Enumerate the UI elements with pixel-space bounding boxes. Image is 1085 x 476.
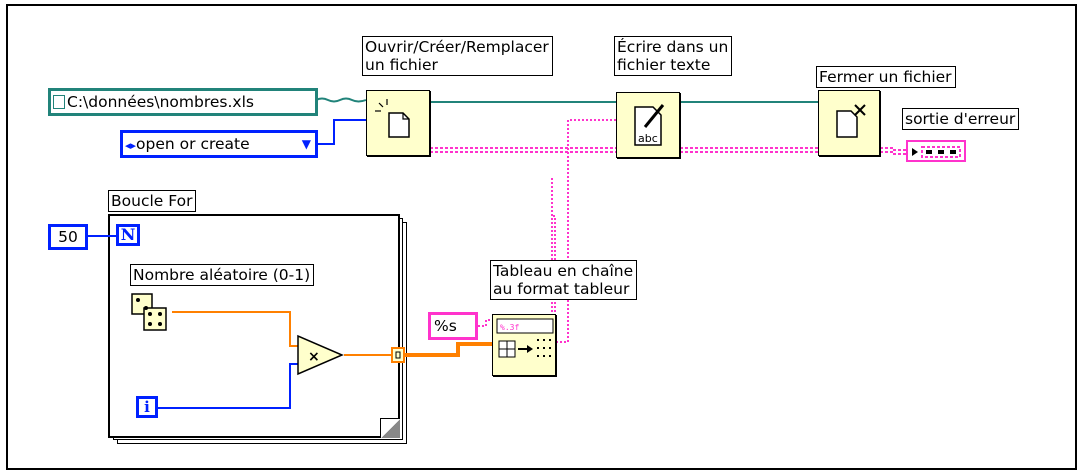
operation-wire xyxy=(318,119,366,145)
operation-enum[interactable]: ◂▸open or create ▼ xyxy=(120,130,318,158)
open-file-label: Ouvrir/Créer/Remplacer un fichier xyxy=(362,36,553,76)
format-wire xyxy=(478,319,492,327)
loop-count-terminal: N xyxy=(116,224,140,246)
array-to-spreadsheet-icon: %.3f xyxy=(496,318,554,358)
close-file-label: Fermer un fichier xyxy=(816,66,956,88)
svg-text:abc: abc xyxy=(638,132,658,145)
array-to-string-label: Tableau en chaîne au format tableur xyxy=(490,260,638,300)
random-wire xyxy=(172,311,298,347)
close-file-node[interactable] xyxy=(818,90,880,156)
for-loop-fold-corner xyxy=(380,418,400,438)
write-file-node[interactable]: abc xyxy=(616,92,680,158)
error-cluster-icon xyxy=(912,146,961,158)
loop-count-constant[interactable]: 50 xyxy=(48,224,88,250)
svg-text:×: × xyxy=(308,349,320,365)
dice-icon xyxy=(131,293,167,331)
svg-text:%.3f: %.3f xyxy=(500,323,519,332)
index-wire xyxy=(158,363,298,409)
chevron-down-icon[interactable]: ▼ xyxy=(301,137,311,151)
array-to-spreadsheet-node[interactable]: %.3f xyxy=(492,314,556,376)
file-path-constant[interactable]: C:\données\nombres.xls xyxy=(48,88,318,116)
operation-value: open or create xyxy=(136,135,250,153)
error-out-indicator[interactable] xyxy=(906,140,966,162)
open-file-node[interactable] xyxy=(366,90,430,156)
multiply-node xyxy=(297,334,344,376)
format-string-constant[interactable]: %s xyxy=(428,312,478,340)
write-file-label: Écrire dans un fichier texte xyxy=(614,36,733,76)
enum-arrows-icon: ◂▸ xyxy=(125,139,137,152)
random-label: Nombre aléatoire (0-1) xyxy=(130,264,315,286)
for-loop-label: Boucle For xyxy=(108,190,197,212)
open-file-icon xyxy=(375,99,410,138)
path-icon xyxy=(53,95,65,109)
write-text-icon: abc xyxy=(634,104,665,146)
file-path-value: C:\données\nombres.xls xyxy=(67,93,254,111)
random-number-node[interactable] xyxy=(130,290,172,334)
array-wire xyxy=(404,342,492,357)
path-wire xyxy=(315,97,367,103)
loop-tunnel xyxy=(391,347,405,363)
error-out-label: sortie d'erreur xyxy=(902,108,1020,130)
close-file-icon xyxy=(836,104,866,138)
loop-iteration-terminal: i xyxy=(136,396,158,418)
